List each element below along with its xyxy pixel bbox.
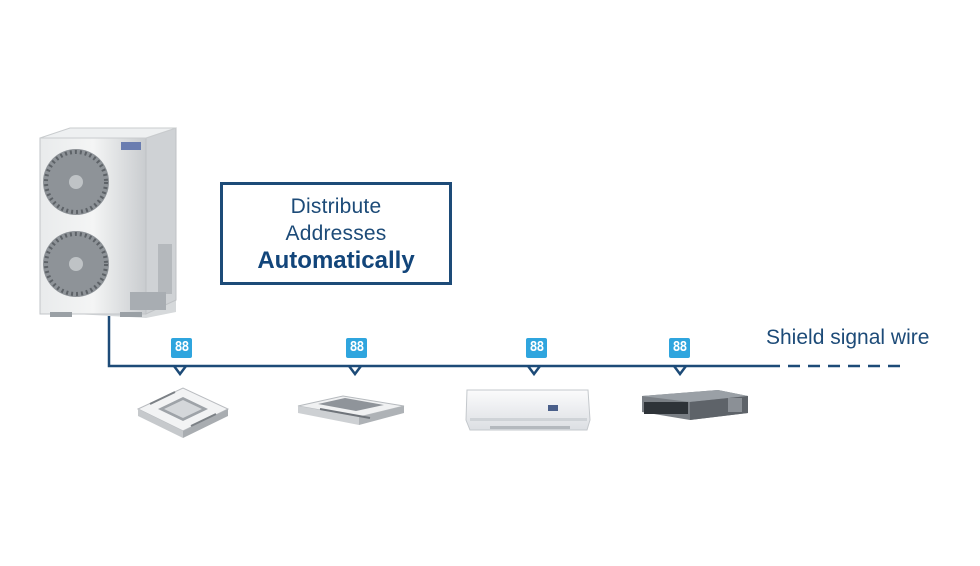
callout-line-2: Addresses bbox=[285, 222, 387, 245]
wall-split-unit bbox=[465, 389, 591, 431]
callout-box: Distribute Addresses Automatically bbox=[220, 182, 452, 285]
shield-signal-wire bbox=[107, 316, 900, 377]
outdoor-unit bbox=[39, 127, 177, 318]
callout-line-1: Distribute bbox=[290, 195, 382, 218]
address-badge: 88 bbox=[526, 338, 547, 358]
duct-unit bbox=[642, 390, 748, 420]
wire-label: Shield signal wire bbox=[766, 326, 930, 349]
callout-line-3: Automatically bbox=[257, 247, 415, 274]
address-badge: 88 bbox=[669, 338, 690, 358]
cassette-1way-unit bbox=[297, 395, 405, 425]
address-badge: 88 bbox=[171, 338, 192, 358]
cassette-4way-unit bbox=[136, 387, 230, 438]
address-badge: 88 bbox=[346, 338, 367, 358]
